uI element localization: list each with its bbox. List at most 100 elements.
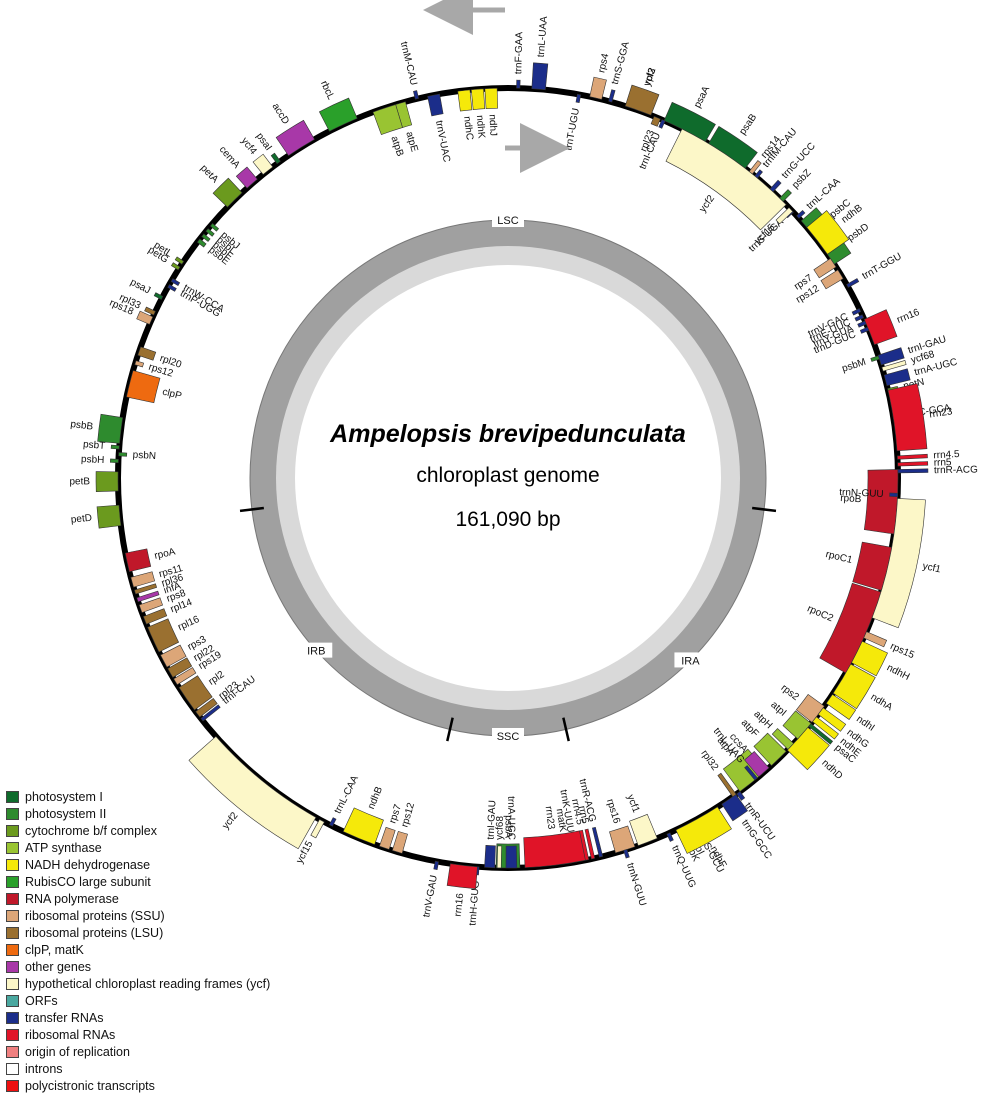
gene-block: [178, 675, 213, 711]
gene-block: [666, 832, 674, 842]
gene-block: [109, 458, 119, 464]
tick-lsc-ira: [752, 506, 777, 513]
gene-block: [134, 360, 145, 368]
gene-block: [721, 794, 748, 822]
gene-block: [205, 228, 215, 237]
gene-psbm: psbM: [841, 355, 880, 375]
gene-label: ycf1: [624, 793, 641, 814]
gene-block: [170, 278, 181, 286]
gene-label: atpE: [403, 130, 419, 153]
gene-label: trnM-CAU: [398, 41, 419, 87]
gene-label: rpoC1: [824, 549, 853, 566]
legend-label: other genes: [25, 959, 92, 974]
gene-label: atpB: [388, 135, 405, 158]
gene-block: [832, 663, 876, 710]
gene-label: matK: [554, 808, 568, 833]
gene-trns-gga: trnS-GGA: [608, 40, 632, 103]
legend-label: photosystem II: [25, 806, 107, 821]
tick-ira-ssc: [562, 717, 570, 742]
gene-block: [589, 76, 607, 100]
legend-item-ssu: ribosomal proteins (SSU): [6, 907, 270, 924]
gene-block: [531, 62, 549, 91]
legend-item-cyt: cytochrome b/f complex: [6, 822, 270, 839]
gene-label: infA: [162, 580, 182, 596]
gene-block: [137, 346, 157, 361]
gene-block: [167, 284, 177, 292]
gene-block: [196, 238, 207, 248]
gene-block: [484, 87, 498, 109]
gc-ring: [249, 219, 767, 737]
gene-block: [806, 210, 850, 255]
gene-block: [863, 309, 898, 345]
gene-label: petD: [70, 513, 92, 526]
gene-block: [134, 583, 158, 595]
gene-block: [753, 732, 787, 766]
gene-psbh: psbH: [81, 454, 119, 466]
genome-subtitle: chloroplast genome: [416, 464, 599, 487]
gene-block: [820, 269, 844, 290]
gene-block: [883, 368, 911, 386]
legend-item-lsu: ribosomal proteins (LSU): [6, 924, 270, 941]
gene-block: [167, 657, 193, 678]
gene-trnt-ugu: trnT-UGU: [563, 93, 582, 151]
gene-block: [136, 310, 154, 325]
gene-block: [270, 152, 281, 165]
gene-block: [446, 863, 478, 890]
legend-label: ribosomal proteins (LSU): [25, 925, 164, 940]
gene-block: [126, 370, 161, 404]
gene-label: rps2: [779, 683, 801, 704]
gene-block: [808, 723, 834, 745]
gene-label: rrn16: [895, 307, 921, 326]
gene-block: [650, 116, 661, 127]
legend-label: cytochrome b/f complex: [25, 823, 157, 838]
gene-rrn16: rrn16: [863, 307, 922, 345]
gene-label: trnR-ACG: [934, 464, 978, 476]
gene-label: rpoA: [153, 546, 176, 561]
gene-block: [813, 258, 837, 279]
region-label-ira: IRA: [674, 652, 707, 668]
legend-swatch: [6, 807, 19, 820]
gene-rrn5: rrn5: [897, 457, 952, 469]
legend-swatch: [6, 926, 19, 939]
gene-label: ndhC: [461, 116, 475, 141]
legend-item-rrna: ribosomal RNAs: [6, 1026, 270, 1043]
gene-rrn4-5: rrn4.5: [897, 449, 960, 461]
gene-block: [147, 618, 180, 653]
gene-label: psbB: [70, 419, 94, 433]
gene-block: [623, 849, 630, 859]
gene-rpoa: rpoA: [124, 546, 177, 573]
gene-rrn23: rrn23: [523, 806, 587, 868]
legend-item-intr: introns: [6, 1060, 270, 1077]
gene-label: trnS-GGA: [610, 40, 632, 86]
gene-block: [342, 807, 384, 845]
gene-trnv-uac: trnV-UAC: [427, 93, 452, 163]
gene-block: [457, 89, 473, 112]
legend-swatch: [6, 943, 19, 956]
gene-block: [118, 452, 128, 457]
gene-label: psbA: [502, 815, 513, 838]
region-boundaries: [239, 506, 777, 742]
legend-label: introns: [25, 1061, 63, 1076]
gene-label: ndhK: [474, 115, 487, 139]
gene-label: psbN: [132, 450, 156, 462]
gene-block: [658, 119, 666, 129]
gene-block: [897, 461, 929, 467]
gene-label: trnF-GAA: [513, 31, 525, 74]
gene-label: ndhD: [819, 758, 844, 782]
gene-block: [470, 88, 486, 110]
gene-label: rpl2: [207, 669, 227, 688]
gene-block: [665, 128, 787, 231]
gene-block: [136, 590, 160, 603]
legend-swatch: [6, 960, 19, 973]
gene-block: [887, 383, 928, 452]
gene-label: trnA-UGC: [505, 796, 516, 840]
gene-label: trnL-UAA: [536, 16, 550, 58]
gene-block: [97, 413, 124, 444]
species-name: Ampelopsis brevipedunculata: [329, 420, 686, 448]
gene-label: atpI: [768, 699, 788, 718]
legend-item-rpo: RNA polymerase: [6, 890, 270, 907]
gene-block: [624, 84, 660, 116]
gene-label: psbD: [846, 222, 871, 244]
